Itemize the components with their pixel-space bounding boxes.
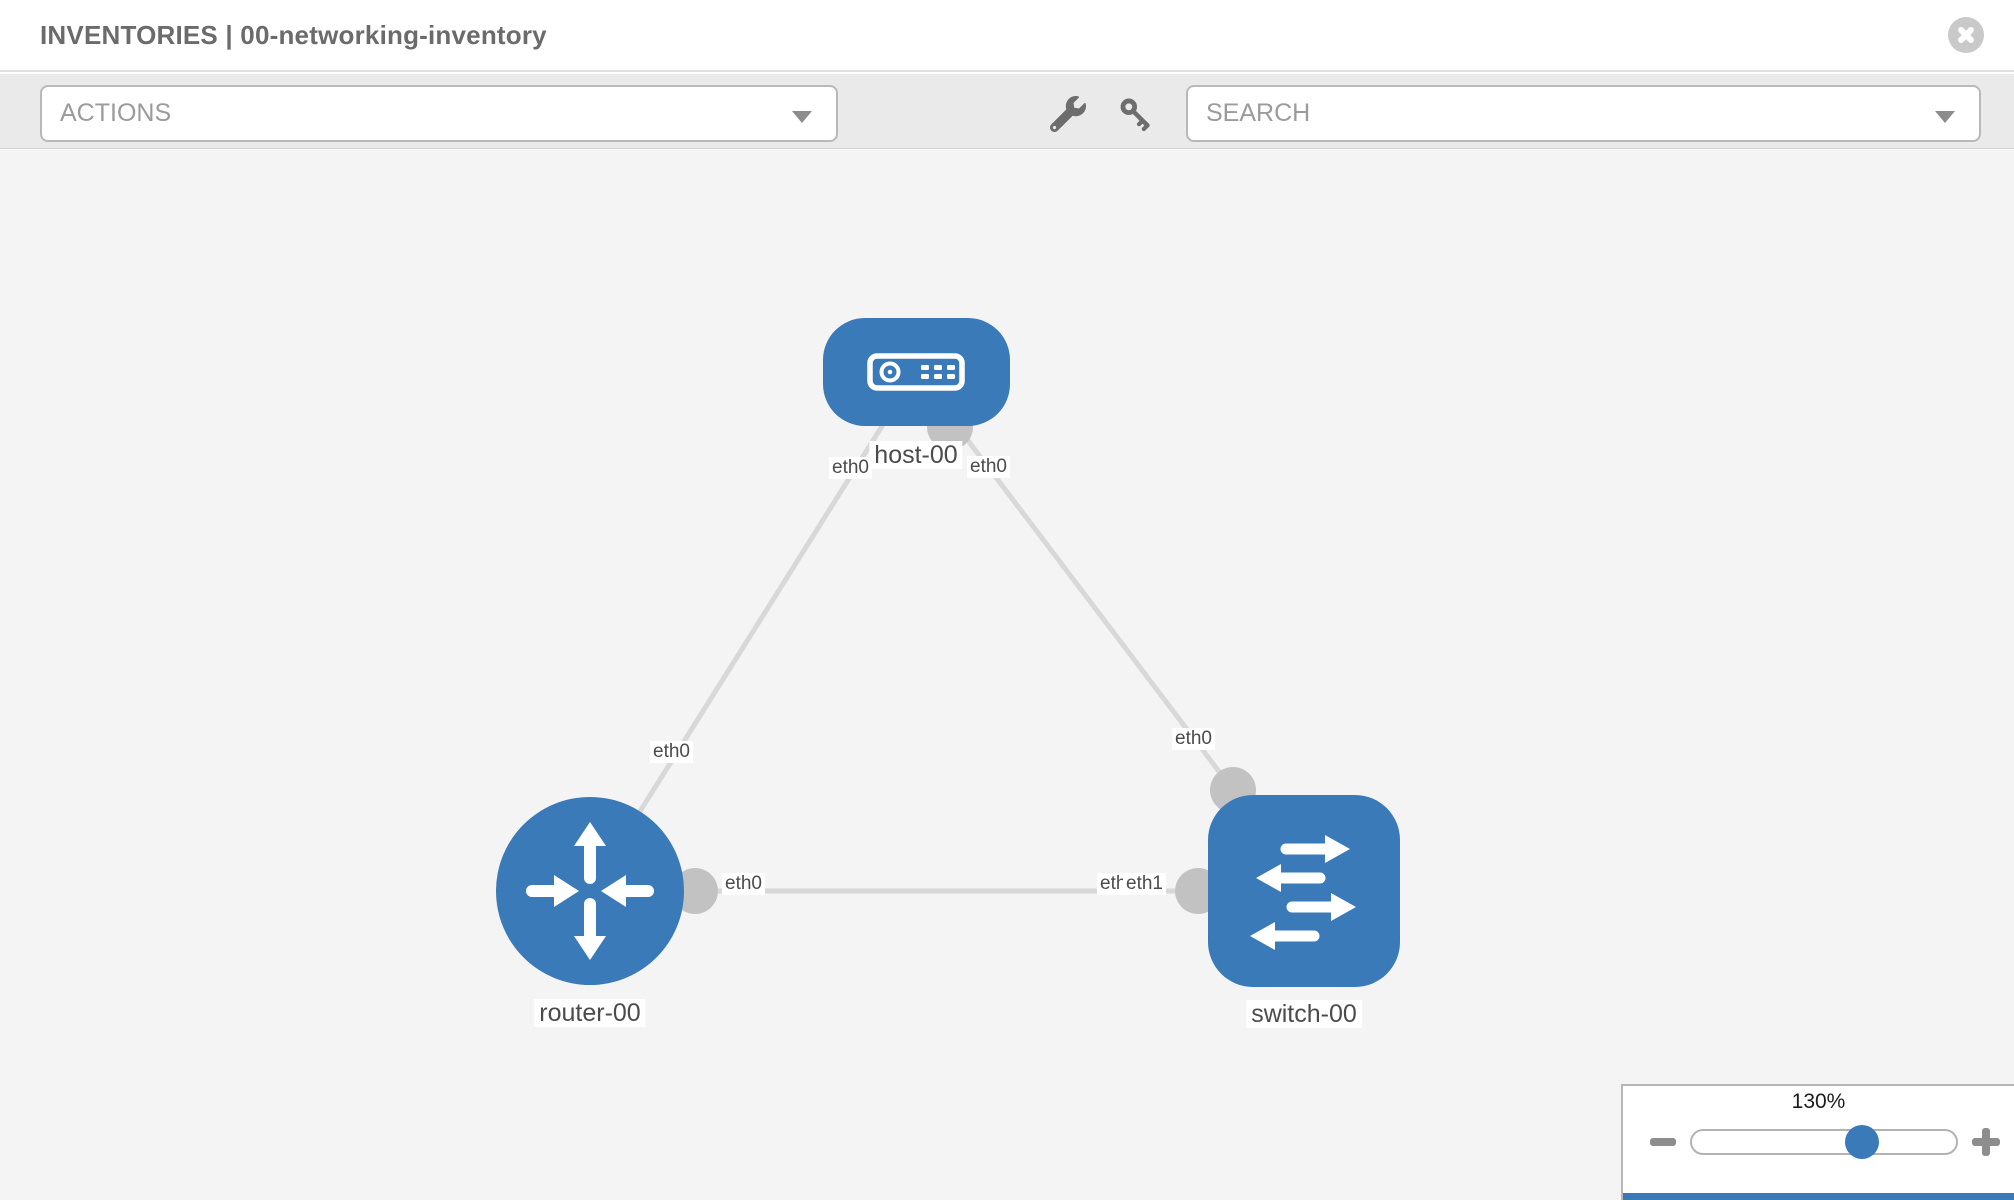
iface-label-switch-to-host: eth0 [1172,728,1215,750]
node-label-switch: switch-00 [1246,1000,1362,1028]
iface-label-host-to-switch: eth0 [967,456,1010,478]
router-icon [526,822,654,960]
zoom-out-minus-icon[interactable] [1650,1138,1676,1146]
search-dropdown-label: SEARCH [1206,99,1311,127]
iface-label-router-to-switch: eth0 [722,873,765,895]
iface-label-switch-to-router: eth1 [1123,873,1166,895]
node-router-00[interactable] [496,797,684,985]
topology-canvas[interactable] [0,150,2014,1200]
switch-icon [1250,835,1356,950]
caret-down-icon [792,111,812,123]
key-icon[interactable] [1118,96,1154,132]
wrench-icon[interactable] [1050,96,1086,132]
node-label-router: router-00 [534,999,646,1027]
page-title: INVENTORIES | 00-networking-inventory [40,19,547,50]
close-icon[interactable] [1948,17,1984,53]
iface-label-host-to-router: eth0 [829,457,872,479]
search-dropdown[interactable]: SEARCH [1186,85,1981,142]
footer-accent-strip [1623,1193,2014,1200]
node-host-00[interactable] [823,318,1010,426]
connector-router-eth0[interactable] [672,868,718,914]
zoom-slider-track[interactable] [1690,1125,1958,1159]
node-switch-00[interactable] [1208,795,1400,987]
window-header: INVENTORIES | 00-networking-inventory [0,0,2014,72]
zoom-level-label: 130% [1791,1090,1846,1113]
host-icon [867,353,965,391]
zoom-in-plus-icon[interactable] [1972,1128,2000,1156]
zoom-slider-handle[interactable] [1845,1125,1879,1159]
node-label-host: host-00 [869,441,963,469]
caret-down-icon [1935,111,1955,123]
actions-dropdown[interactable]: ACTIONS [40,85,838,142]
iface-label-router-to-host: eth0 [650,741,693,763]
zoom-panel: 130% [1621,1084,2014,1200]
link-host-switch[interactable] [914,370,1235,792]
topology-svg [496,318,1400,987]
actions-dropdown-label: ACTIONS [60,99,172,127]
